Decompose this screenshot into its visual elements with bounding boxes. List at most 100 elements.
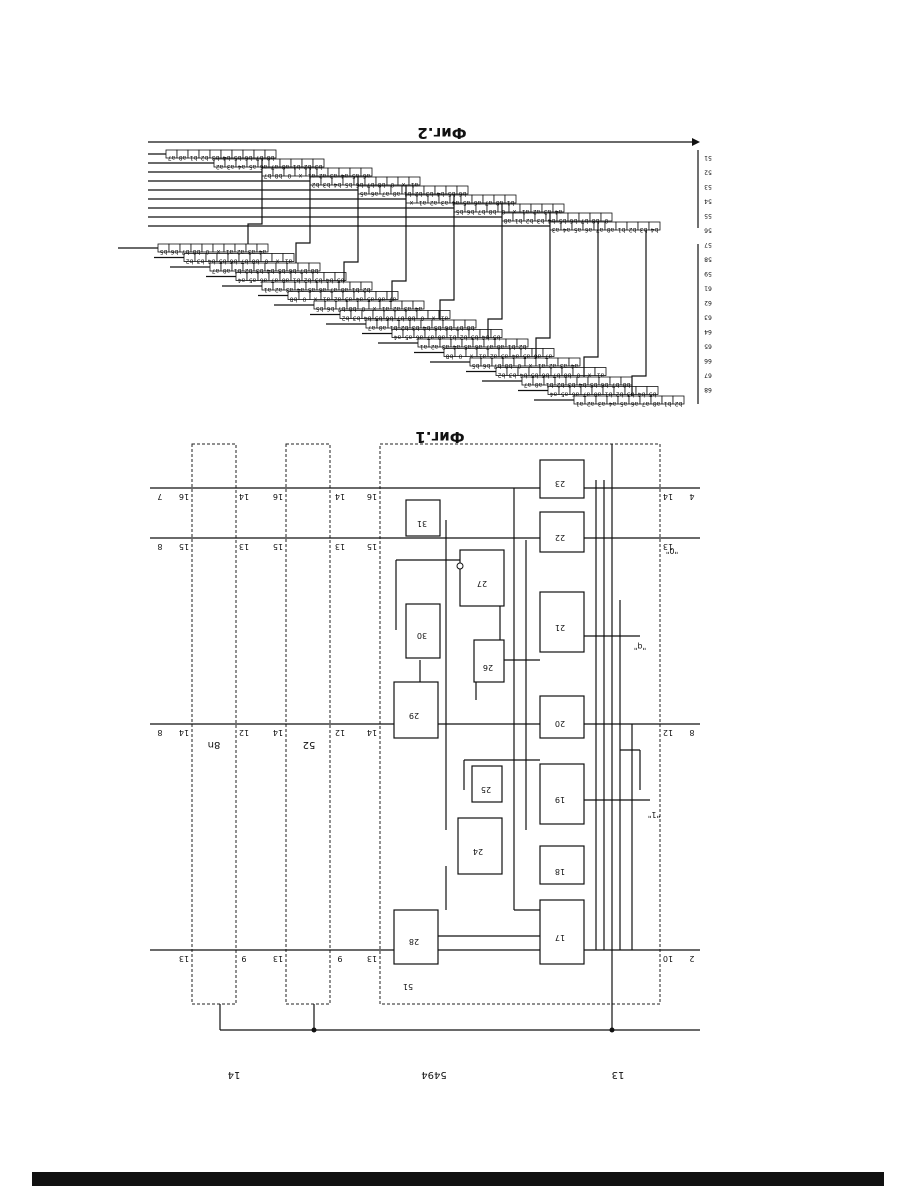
register-cell-value: b3 — [256, 267, 264, 274]
register-row-label-group: 65 — [704, 343, 712, 350]
register-cell-value-group: b6 — [483, 362, 491, 369]
register-cell-value-group: a3 — [442, 343, 450, 350]
register-cell-value-group: a8 — [179, 154, 187, 161]
register-cell-value: a8 — [653, 400, 661, 407]
register-cell-value: a6 — [416, 334, 424, 341]
register-cell-value: a6 — [378, 296, 386, 303]
register-cell-value-group: 0 — [287, 172, 291, 179]
register-cell-value-group: b2 — [201, 154, 209, 161]
register-cell-value-group: a2 — [237, 248, 245, 255]
register-cell-value: b4 — [334, 181, 342, 188]
register-cell-value-group: 0 — [264, 258, 268, 265]
pin-number: 10 — [663, 954, 673, 963]
register-cell-value: b8 — [311, 267, 319, 274]
element-label-27: 27 — [477, 579, 487, 588]
register-cell-value: b1 — [515, 217, 523, 224]
register-cell-value-group: b7 — [182, 248, 190, 255]
element-label-28: 28 — [409, 937, 419, 946]
register-cell-value-group: b1 — [352, 286, 360, 293]
register-cell-value-group: a3 — [248, 248, 256, 255]
register-cell-value-group: b2 — [415, 190, 423, 197]
register-cell-value-group: b5 — [531, 372, 539, 379]
register-cell-value-group: b2 — [401, 324, 409, 331]
pin-number: 12 — [663, 728, 673, 737]
register-cell-value-group: a2 — [431, 343, 439, 350]
register-cell-value: a1 — [420, 343, 428, 350]
element-25 — [472, 766, 502, 802]
register-cell-value-group: a5 — [523, 353, 531, 360]
register-cell-value: b4 — [267, 267, 275, 274]
register-cell-value-group: b3 — [197, 258, 205, 265]
register-cell-value-group: x — [298, 172, 302, 179]
register-cell-value: a6 — [534, 353, 542, 360]
register-cell-value-group: x — [528, 362, 532, 369]
register-cell-value: b7 — [397, 315, 405, 322]
element-label-26: 26 — [483, 663, 493, 672]
register-cell-value: a4 — [452, 199, 460, 206]
register-cell-value-group: a4 — [356, 296, 364, 303]
register-cell-value-group: a7 — [382, 190, 390, 197]
pin-number: 16 — [367, 492, 377, 501]
pin-number-group: 16 — [273, 492, 283, 501]
register-cell-value: a8 — [607, 226, 615, 233]
register-cell-value-group: 0 — [302, 296, 306, 303]
register-cell-value: a4 — [259, 248, 267, 255]
register-cell-value-group: b4 — [579, 381, 587, 388]
register-cell-value: 0 — [576, 372, 580, 379]
register-cell-value: b7 — [581, 217, 589, 224]
junction-dot — [312, 1028, 317, 1033]
register-cell-value: b5 — [649, 391, 657, 398]
register-cell-value-group: a8 — [497, 343, 505, 350]
register-cell-value: x — [409, 199, 413, 206]
register-cell-value-group: b3 — [323, 181, 331, 188]
register-cell-value-group: a8 — [594, 391, 602, 398]
register-cell-value: b2 — [186, 258, 194, 265]
element-label-29-group: 29 — [409, 711, 419, 720]
register-cell-value-group: a5 — [367, 296, 375, 303]
register-cell-value-group: b6 — [445, 324, 453, 331]
register-cell-value: 0 — [604, 217, 608, 224]
pin-number: 14 — [663, 492, 673, 501]
register-cell-value: a2 — [216, 163, 224, 170]
element-label-23: 23 — [555, 479, 565, 488]
register-cell-value-group: b4 — [208, 258, 216, 265]
register-cell-value-group: b6 — [570, 217, 578, 224]
register-cell-value-group: b2 — [616, 391, 624, 398]
pin-number-group: 15 — [179, 542, 189, 551]
pin-number: 16 — [179, 492, 189, 501]
register-cell-value: b2 — [201, 154, 209, 161]
register-cell-value: b6 — [289, 267, 297, 274]
register-cell-value-group: a6 — [260, 277, 268, 284]
register-cell-value-group: a1 — [597, 372, 605, 379]
register-cell-value-group: a1 — [420, 343, 428, 350]
register-cell-value-group: a7 — [583, 391, 591, 398]
register-cell-value: b6 — [171, 248, 179, 255]
register-cell-value-group: b5 — [345, 181, 353, 188]
register-cell-value: b1 — [605, 391, 613, 398]
pin-number-group: 16 — [179, 492, 189, 501]
register-cell-value-group: b2 — [498, 372, 506, 379]
register-cell-value: b6 — [459, 190, 467, 197]
register-cell-value: b2 — [498, 372, 506, 379]
register-cell-value-group: a7 — [368, 324, 376, 331]
register-cell-value-group: a7 — [642, 400, 650, 407]
register-cell-value: b4 — [520, 372, 528, 379]
register-cell-value-group: a4 — [297, 286, 305, 293]
register-link-line — [632, 230, 646, 396]
register-cell-value-group: b4 — [223, 154, 231, 161]
register-row-label: 62 — [704, 299, 712, 306]
element-label-19-group: 19 — [555, 795, 565, 804]
register-cell-value-group: b1 — [508, 343, 516, 350]
register-cell-value: b4 — [423, 324, 431, 331]
register-cell-value: a1 — [285, 258, 293, 265]
register-cell-value-group: b2 — [245, 267, 253, 274]
register-cell-value-group: b6 — [467, 208, 475, 215]
register-cell-value: 0 — [205, 248, 209, 255]
register-cell-value: a8 — [438, 334, 446, 341]
register-cell-value-group: b1 — [618, 226, 626, 233]
register-cell-value: b7 — [456, 324, 464, 331]
register-cell-value: b4 — [579, 381, 587, 388]
register-cell-value: b3 — [323, 181, 331, 188]
register-cell-value: a7 — [271, 163, 279, 170]
register-cell-value: a4 — [453, 343, 461, 350]
